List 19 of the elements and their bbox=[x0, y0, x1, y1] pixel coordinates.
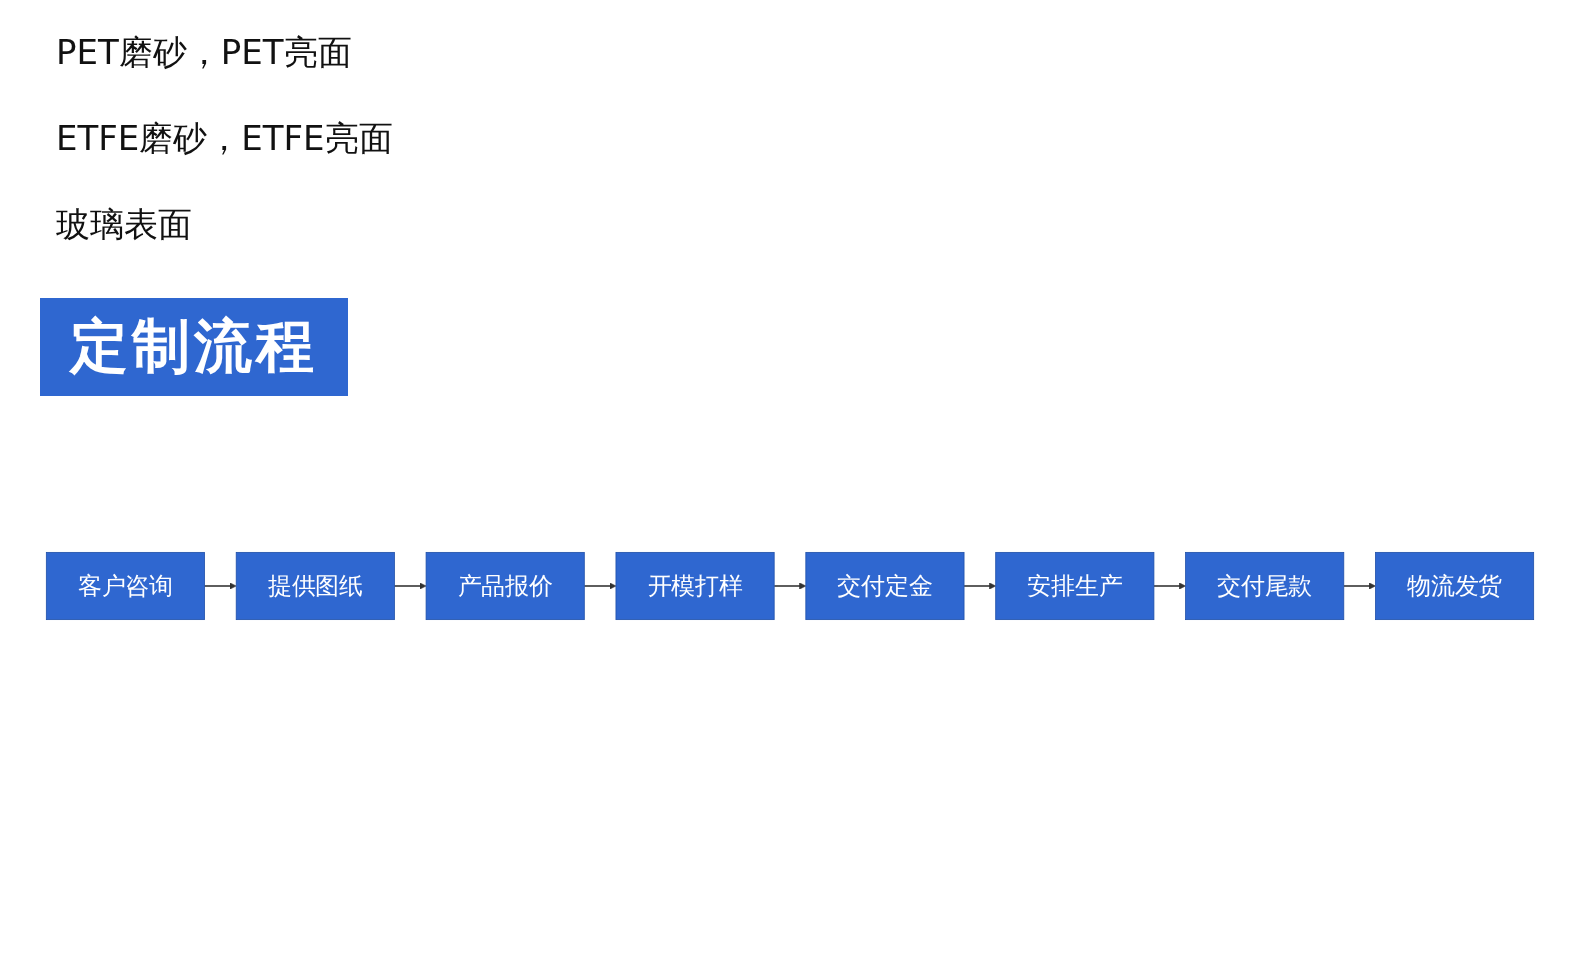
material-note: 玻璃表面 bbox=[56, 203, 193, 246]
material-note: PET磨砂，PET亮面 bbox=[56, 31, 353, 74]
arrow bbox=[583, 582, 617, 590]
node-box: 交付定金 bbox=[805, 552, 965, 620]
node-box: 安排生产 bbox=[995, 552, 1155, 620]
node-box: 开模打样 bbox=[615, 552, 775, 620]
arrow bbox=[963, 582, 996, 590]
arrow bbox=[1153, 582, 1186, 590]
title-banner: 定制流程 bbox=[40, 298, 348, 396]
node-box: 产品报价 bbox=[425, 552, 585, 620]
material-note: ETFE磨砂，ETFE亮面 bbox=[56, 117, 394, 160]
arrow bbox=[203, 582, 237, 590]
node-box: 客户咨询 bbox=[45, 552, 205, 620]
node-box: 物流发货 bbox=[1375, 552, 1535, 620]
arrow bbox=[1343, 582, 1376, 590]
arrow bbox=[773, 582, 807, 590]
node-box: 提供图纸 bbox=[235, 552, 395, 620]
node-box: 交付尾款 bbox=[1185, 552, 1345, 620]
arrow bbox=[393, 582, 427, 590]
